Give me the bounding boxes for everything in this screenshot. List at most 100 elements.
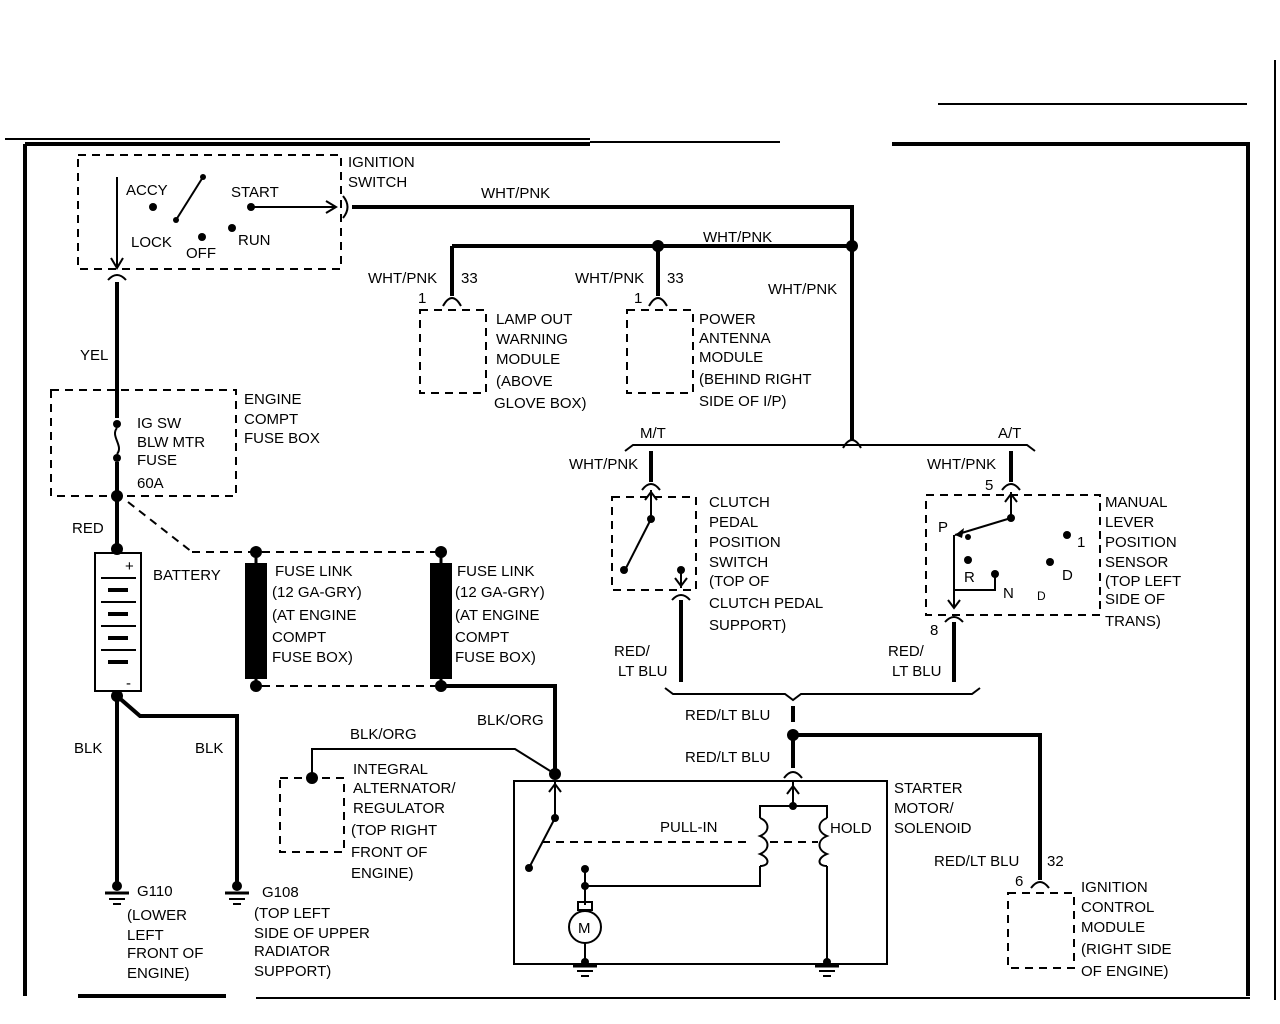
alternator-label-4: (TOP RIGHT <box>351 822 437 839</box>
red-lt-blu-clutch-label-2: LT BLU <box>618 663 667 680</box>
battery-label: BATTERY <box>153 567 221 584</box>
fuse-link-2-label-2: (12 GA-GRY) <box>455 584 545 601</box>
starter-ground-right <box>815 958 839 977</box>
fuse-link-1-label-2: (12 GA-GRY) <box>272 584 362 601</box>
page-frame <box>5 60 1276 1000</box>
wht-pnk-top-label: WHT/PNK <box>481 185 550 202</box>
starter-label-2: MOTOR/ <box>894 800 955 817</box>
pin-6-label: 6 <box>1015 873 1023 890</box>
start-label: START <box>231 184 279 201</box>
g108-label-4: RADIATOR <box>254 943 330 960</box>
fuse-label-3: FUSE <box>137 452 177 469</box>
yel-label: YEL <box>80 347 108 364</box>
at-label: A/T <box>998 425 1021 442</box>
battery-plus-label: + <box>125 558 134 575</box>
ground-g110: G110 (LOWER LEFT FRONT OF ENGINE) <box>105 881 203 982</box>
wht-pnk-right-label: WHT/PNK <box>768 281 837 298</box>
red-lt-blu-starter-label: RED/LT BLU <box>685 749 770 766</box>
mlps-label-6: SIDE OF <box>1105 591 1165 608</box>
ignition-switch-label: IGNITION <box>348 154 415 171</box>
fuse-link-1-label-5: FUSE BOX) <box>272 649 353 666</box>
icm-label-1: IGNITION <box>1081 879 1148 896</box>
ground-g108: G108 (TOP LEFT SIDE OF UPPER RADIATOR SU… <box>225 881 370 980</box>
fuse-link-2: FUSE LINK (12 GA-GRY) (AT ENGINE COMPT F… <box>430 546 545 692</box>
lamp-out-label-5: GLOVE BOX) <box>494 395 587 412</box>
manual-lever-position-sensor: WHT/PNK 5 P R N D D 1 8 MANUAL LEVER POS… <box>888 451 1181 682</box>
red-lt-blu-clutch-label-1: RED/ <box>614 643 651 660</box>
starter-motor-solenoid: M PULL-IN HOLD STARTER MOTOR/ SOLENOID <box>513 780 972 965</box>
g110-label-4: FRONT OF <box>127 945 203 962</box>
mlps-label-5: (TOP LEFT <box>1105 573 1181 590</box>
off-label: OFF <box>186 245 216 262</box>
pin-1-antenna-label: 1 <box>634 290 642 307</box>
ignition-switch: IGNITION SWITCH ACCY START LOCK OFF RUN <box>77 154 415 281</box>
gear-n-label: N <box>1003 585 1014 602</box>
yel-wire: YEL <box>80 282 119 418</box>
g110-label-2: (LOWER <box>127 907 187 924</box>
clutch-label-2: PEDAL <box>709 514 758 531</box>
blk-right-label: BLK <box>195 740 223 757</box>
blk-ground-wires: BLK BLK <box>74 690 239 882</box>
fuse-link-2-label-4: COMPT <box>455 629 509 646</box>
fuse-link-2-label-1: FUSE LINK <box>457 563 535 580</box>
wht-pnk-antenna-label: WHT/PNK <box>575 270 644 287</box>
ignition-switch-label-2: SWITCH <box>348 174 407 191</box>
integral-alternator-regulator: INTEGRAL ALTERNATOR/ REGULATOR (TOP RIGH… <box>279 761 456 882</box>
lock-label: LOCK <box>131 234 172 251</box>
red-lt-blu-mlps-label-1: RED/ <box>888 643 925 660</box>
lamp-out-label-2: WARNING <box>496 331 568 348</box>
red-lt-blu-join-label: RED/LT BLU <box>685 707 770 724</box>
starter-label-1: STARTER <box>894 780 963 797</box>
battery: + - BATTERY <box>94 552 221 692</box>
fuse-label-4: 60A <box>137 475 164 492</box>
starter-ground-left <box>573 958 597 977</box>
pin-32-label: 32 <box>1047 853 1064 870</box>
starter-label-3: SOLENOID <box>894 820 972 837</box>
wht-pnk-clutch-label: WHT/PNK <box>569 456 638 473</box>
pin-8-label: 8 <box>930 622 938 639</box>
alternator-label-2: ALTERNATOR/ <box>353 780 456 797</box>
power-antenna-label-1: POWER <box>699 311 756 328</box>
power-antenna-label-3: MODULE <box>699 349 763 366</box>
gear-d-small-label: D <box>1037 589 1046 603</box>
clutch-label-4: SWITCH <box>709 554 768 571</box>
mt-at-bracket: M/T A/T <box>624 425 1036 452</box>
pin-1-lamp-label: 1 <box>418 290 426 307</box>
blk-org-circuit: BLK/ORG BLK/ORG <box>306 684 561 784</box>
clutch-label-5: (TOP OF <box>709 573 769 590</box>
g108-label-3: SIDE OF UPPER <box>254 925 370 942</box>
red-lt-blu-icm-label: RED/LT BLU <box>934 853 1019 870</box>
ignition-control-module: IGNITION CONTROL MODULE (RIGHT SIDE OF E… <box>1007 879 1172 980</box>
blk-left-label: BLK <box>74 740 102 757</box>
power-antenna-label-4: (BEHIND RIGHT <box>699 371 812 388</box>
clutch-label-6: CLUTCH PEDAL <box>709 595 823 612</box>
fuse-link-1-label-1: FUSE LINK <box>275 563 353 580</box>
wht-pnk-mlps-label: WHT/PNK <box>927 456 996 473</box>
power-antenna-label-2: ANTENNA <box>699 330 771 347</box>
mt-label: M/T <box>640 425 666 442</box>
icm-label-4: (RIGHT SIDE <box>1081 941 1172 958</box>
icm-label-3: MODULE <box>1081 919 1145 936</box>
g110-label-1: G110 <box>137 883 173 900</box>
engine-compt-label-1: ENGINE <box>244 391 302 408</box>
alternator-label-1: INTEGRAL <box>353 761 428 778</box>
clutch-label-3: POSITION <box>709 534 781 551</box>
red-wire: RED <box>72 490 441 555</box>
g108-label-2: (TOP LEFT <box>254 905 330 922</box>
engine-compt-label-3: FUSE BOX <box>244 430 320 447</box>
fuse-link-2-label-5: FUSE BOX) <box>455 649 536 666</box>
pin-5-label: 5 <box>985 477 993 494</box>
engine-compt-fuse-box: IG SW BLW MTR FUSE 60A ENGINE COMPT FUSE… <box>50 389 320 497</box>
motor-label: M <box>578 920 591 937</box>
clutch-label-1: CLUTCH <box>709 494 770 511</box>
fuse-link-2-label-3: (AT ENGINE <box>455 607 539 624</box>
pull-in-label: PULL-IN <box>660 819 718 836</box>
gear-1-label: 1 <box>1077 534 1085 551</box>
alternator-label-6: ENGINE) <box>351 865 414 882</box>
mlps-label-4: SENSOR <box>1105 554 1169 571</box>
mlps-label-7: TRANS) <box>1105 613 1161 630</box>
fuse-label-1: IG SW <box>137 415 182 432</box>
fuse-link-1-label-3: (AT ENGINE <box>272 607 356 624</box>
clutch-pedal-position-switch: WHT/PNK CLUTCH PEDAL POSITION SWITCH (TO… <box>569 451 823 682</box>
